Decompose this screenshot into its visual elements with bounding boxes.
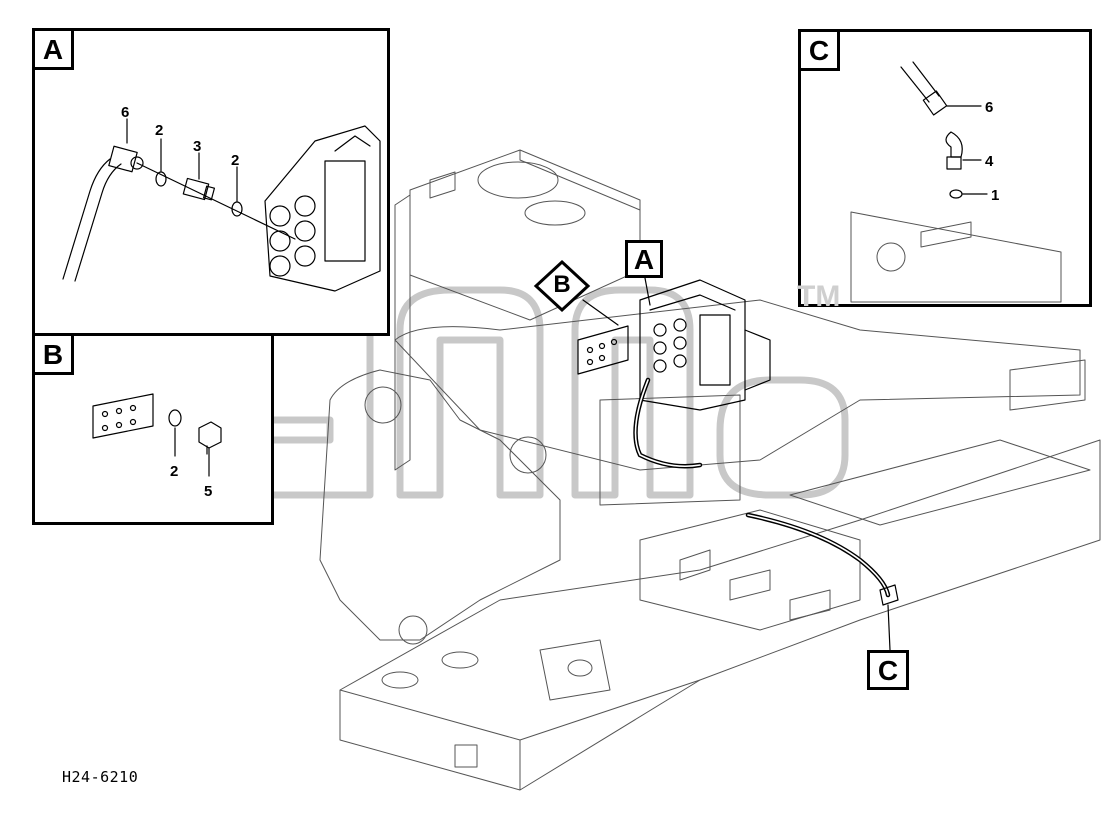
callout-a-label: A <box>625 240 663 278</box>
o-ring-1 <box>949 189 963 199</box>
inset-b-label: B <box>32 333 74 375</box>
part-num-6c: 6 <box>985 99 993 116</box>
hose-main <box>633 377 899 606</box>
callout-c-label: C <box>867 650 909 690</box>
part-num-4: 4 <box>985 153 994 170</box>
plate-b <box>577 325 629 375</box>
upper-frame <box>319 299 1086 645</box>
inset-c-panel: C 6 4 1 <box>798 29 1092 307</box>
inset-b-drawing: 2 5 <box>92 393 222 500</box>
fitting-6c <box>922 90 948 116</box>
fitting-6 <box>108 145 138 173</box>
part-num-2a: 2 <box>155 122 163 139</box>
leader-lines <box>582 277 891 651</box>
o-ring-2a <box>155 171 167 187</box>
valve-body <box>264 125 381 292</box>
plug-5 <box>198 421 222 449</box>
part-num-5: 5 <box>204 483 212 500</box>
elbow-4 <box>945 131 963 158</box>
part-num-1: 1 <box>991 187 999 204</box>
adapter-3 <box>182 177 210 201</box>
cab-structure <box>394 149 641 471</box>
part-num-3: 3 <box>193 138 201 155</box>
inset-a-drawing: 6 2 3 2 <box>62 104 381 292</box>
hose-6 <box>62 158 111 280</box>
plate-part <box>92 393 154 439</box>
hose-6c <box>900 66 930 103</box>
drawing-code: H24-6210 <box>62 768 139 786</box>
part-num-2: 2 <box>170 463 178 480</box>
control-valve <box>639 279 771 411</box>
frame-section <box>850 211 1062 303</box>
trademark-symbol: TM <box>797 280 841 313</box>
part-num-2b: 2 <box>231 152 239 169</box>
lower-frame <box>339 439 1101 791</box>
inset-c-label: C <box>798 29 840 71</box>
o-ring-2 <box>168 409 182 427</box>
inset-a-label: A <box>32 28 74 70</box>
callout-b-diamond <box>533 259 591 313</box>
inset-b-panel: B 2 5 <box>32 333 274 525</box>
inset-c-drawing: 6 4 1 <box>850 61 1062 303</box>
part-num-6: 6 <box>121 104 129 121</box>
inset-a-panel: A <box>32 28 390 336</box>
callout-b-label: B <box>553 271 571 298</box>
